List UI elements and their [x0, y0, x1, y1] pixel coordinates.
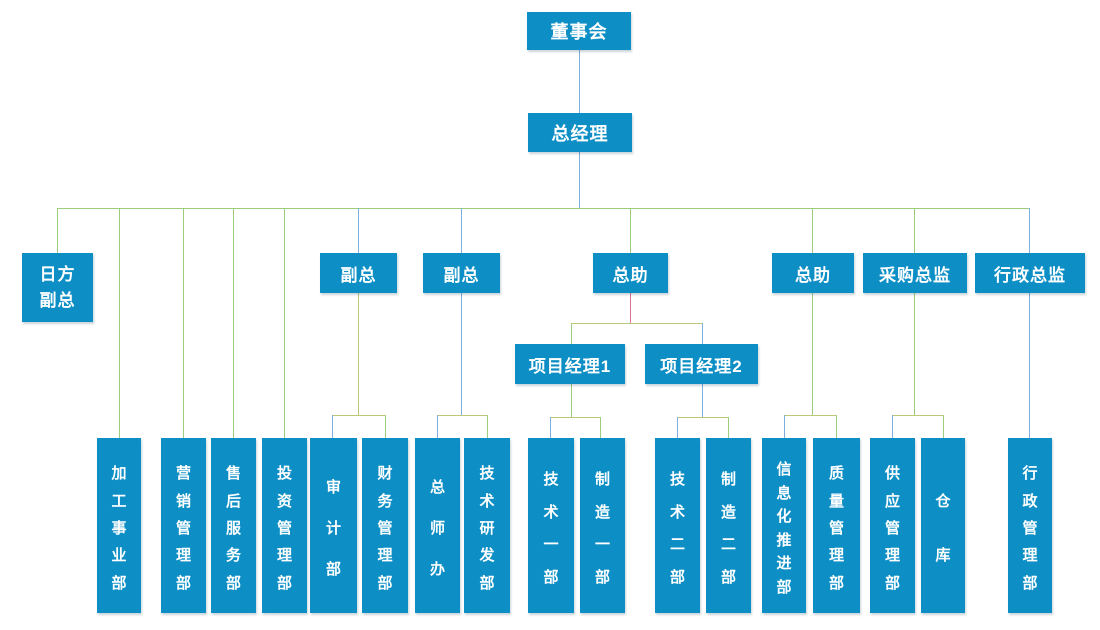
connector [284, 208, 285, 438]
node-dept-technology-2: 技术二部 [655, 438, 700, 613]
connector [892, 415, 943, 416]
connector [892, 415, 893, 438]
connector [57, 208, 58, 253]
connector [1029, 208, 1030, 253]
connector [437, 415, 438, 438]
connector [550, 417, 601, 418]
connector [461, 293, 462, 415]
connector [487, 415, 488, 438]
connector [332, 415, 333, 438]
connector [461, 208, 462, 253]
connector [728, 417, 729, 438]
connector [914, 293, 915, 415]
node-dept-investment-management: 投资管理部 [262, 438, 307, 613]
connector [358, 208, 359, 253]
connector [784, 415, 836, 416]
node-dept-manufacturing-2: 制造二部 [706, 438, 751, 613]
connector [57, 208, 1030, 209]
node-gm-assistant-2: 总助 [772, 253, 854, 293]
node-dept-warehouse: 仓库 [921, 438, 965, 613]
connector [600, 417, 601, 438]
connector [332, 415, 386, 416]
connector [677, 417, 678, 438]
connector [579, 152, 580, 208]
connector [358, 293, 359, 415]
connector [550, 417, 551, 438]
node-dept-supply-management: 供应管理部 [870, 438, 915, 613]
node-vice-president-2: 副总 [423, 253, 500, 293]
node-dept-chief-engineer-office: 总师办 [415, 438, 460, 613]
connector [233, 208, 234, 438]
node-board: 董事会 [527, 12, 631, 50]
connector [836, 415, 837, 438]
connector [914, 208, 915, 253]
node-dept-manufacturing-1: 制造一部 [580, 438, 625, 613]
connector [702, 384, 703, 417]
connector [812, 208, 813, 253]
node-vice-president-1: 副总 [320, 253, 397, 293]
connector [183, 208, 184, 438]
node-purchasing-director: 采购总监 [863, 253, 967, 293]
node-general-manager: 总经理 [528, 113, 632, 152]
node-dept-admin-management: 行政管理部 [1008, 438, 1052, 613]
connector [571, 384, 572, 417]
connector [437, 415, 488, 416]
connector [702, 323, 703, 344]
connector [119, 208, 120, 438]
node-dept-tech-research: 技术研发部 [464, 438, 510, 613]
connector [943, 415, 944, 438]
connector [579, 50, 580, 113]
node-project-manager-1: 项目经理1 [515, 344, 625, 384]
node-project-manager-2: 项目经理2 [645, 344, 758, 384]
connector [571, 323, 572, 344]
node-dept-after-sales-service: 售后服务部 [211, 438, 256, 613]
connector [385, 415, 386, 438]
connector [677, 417, 729, 418]
node-dept-processing-business: 加工事业部 [97, 438, 141, 613]
node-dept-technology-1: 技术一部 [528, 438, 574, 613]
connector [784, 415, 785, 438]
node-dept-audit: 审计部 [310, 438, 357, 613]
connector [1029, 293, 1030, 438]
node-dept-finance-management: 财务管理部 [362, 438, 408, 613]
connector [630, 293, 631, 323]
node-japan-vice-president: 日方 副总 [22, 253, 93, 322]
connector [571, 323, 703, 324]
connector [630, 208, 631, 253]
node-dept-quality-management: 质量管理部 [813, 438, 860, 613]
node-admin-director: 行政总监 [975, 253, 1085, 293]
node-dept-marketing-management: 营销管理部 [161, 438, 206, 613]
node-gm-assistant-1: 总助 [593, 253, 668, 293]
node-dept-informatization: 信息化推进部 [762, 438, 806, 613]
connector [812, 293, 813, 415]
